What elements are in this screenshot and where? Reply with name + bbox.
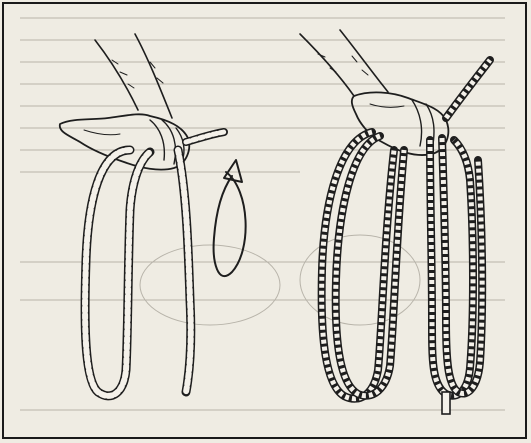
- image-border: [2, 2, 527, 439]
